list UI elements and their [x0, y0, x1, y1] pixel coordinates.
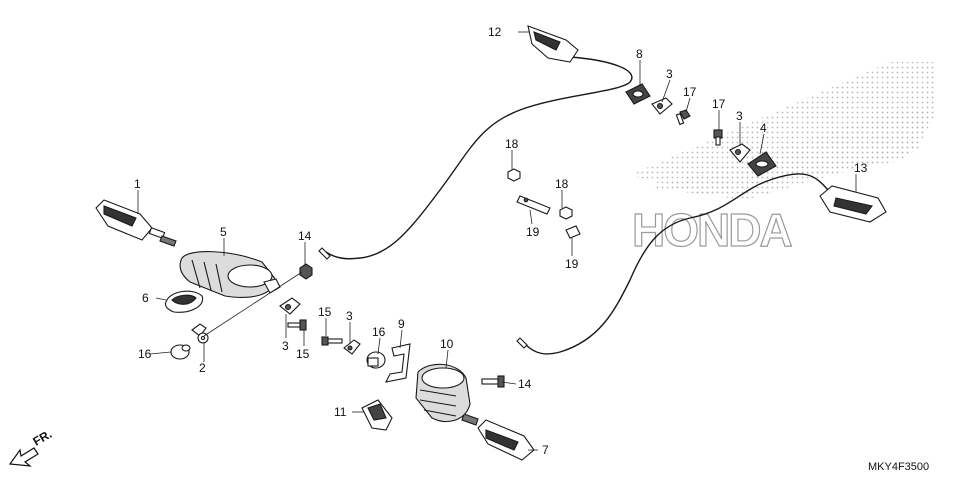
cover-11 — [361, 399, 393, 431]
clip-3-upper — [651, 97, 673, 115]
screw-15-left — [287, 319, 307, 331]
callout-3-upper: 3 — [666, 67, 673, 81]
callout-7: 7 — [542, 443, 549, 457]
grommet-8 — [625, 83, 651, 105]
callout-19-left: 19 — [526, 225, 540, 239]
turn-signal-1 — [95, 199, 177, 247]
turn-signal-7 — [461, 413, 535, 461]
stay-bracket-10 — [415, 363, 471, 422]
callout-17-upper: 17 — [683, 85, 697, 99]
screw-15-right — [321, 336, 343, 346]
callout-14-left: 14 — [298, 229, 312, 243]
left-turn-signal-cable — [325, 56, 633, 260]
callout-5: 5 — [220, 225, 227, 239]
callout-18-right: 18 — [555, 177, 569, 191]
diagram-code: MKY4F3500 — [868, 461, 929, 473]
cover-6 — [164, 290, 204, 313]
callout-16-left: 16 — [138, 347, 152, 361]
callout-15-right: 15 — [318, 305, 332, 319]
front-direction-indicator: FR. — [8, 427, 55, 467]
callout-9: 9 — [398, 317, 405, 331]
grommet-16-left — [170, 344, 191, 360]
nut-14 — [299, 263, 313, 280]
bolt-17-upper — [675, 109, 691, 126]
callout-17-lower: 17 — [712, 97, 726, 111]
clip-3-left — [279, 297, 301, 315]
clip-2 — [191, 323, 209, 344]
front-arrow-icon — [8, 447, 39, 467]
honda-wing-watermark: HONDA — [630, 62, 935, 257]
right-turn-signal-cable — [524, 173, 829, 355]
nut-18-right — [559, 206, 573, 220]
nut-18-left — [507, 168, 521, 182]
front-label: FR. — [31, 427, 55, 449]
turn-signal-13 — [819, 185, 887, 223]
clip-3-middle — [343, 339, 361, 355]
callout-4: 4 — [760, 121, 767, 135]
callout-16-right: 16 — [372, 325, 386, 339]
callout-11: 11 — [334, 405, 347, 419]
callout-14-right: 14 — [518, 377, 532, 391]
bracket-19-left — [516, 195, 551, 215]
callout-2: 2 — [199, 361, 206, 375]
callout-13: 13 — [854, 161, 868, 175]
callout-19-right: 19 — [565, 257, 579, 271]
watermark-brand-text: HONDA — [632, 204, 791, 256]
callout-12: 12 — [488, 25, 502, 39]
callout-3-middle: 3 — [346, 309, 353, 323]
callout-3-right: 3 — [736, 109, 743, 123]
bolt-17-lower — [713, 129, 723, 146]
bracket-9 — [385, 343, 411, 383]
bolt-14 — [481, 375, 505, 388]
turn-signal-12 — [527, 25, 579, 63]
bracket-19-right — [565, 225, 581, 239]
callout-6: 6 — [142, 291, 149, 305]
leader-lines — [137, 31, 857, 451]
callout-18-left: 18 — [505, 137, 519, 151]
callout-8: 8 — [636, 47, 643, 61]
callout-3-left: 3 — [282, 339, 289, 353]
clip-3-right — [729, 143, 751, 163]
grommet-4 — [747, 151, 777, 177]
callout-10: 10 — [440, 337, 454, 351]
callout-15-left: 15 — [296, 347, 310, 361]
grommet-16-right — [366, 351, 386, 369]
callout-labels: 1 2 3 3 3 3 4 5 6 7 8 9 10 11 12 13 14 1… — [134, 25, 868, 457]
callout-1: 1 — [134, 177, 141, 191]
stay-bracket-5 — [179, 251, 281, 298]
